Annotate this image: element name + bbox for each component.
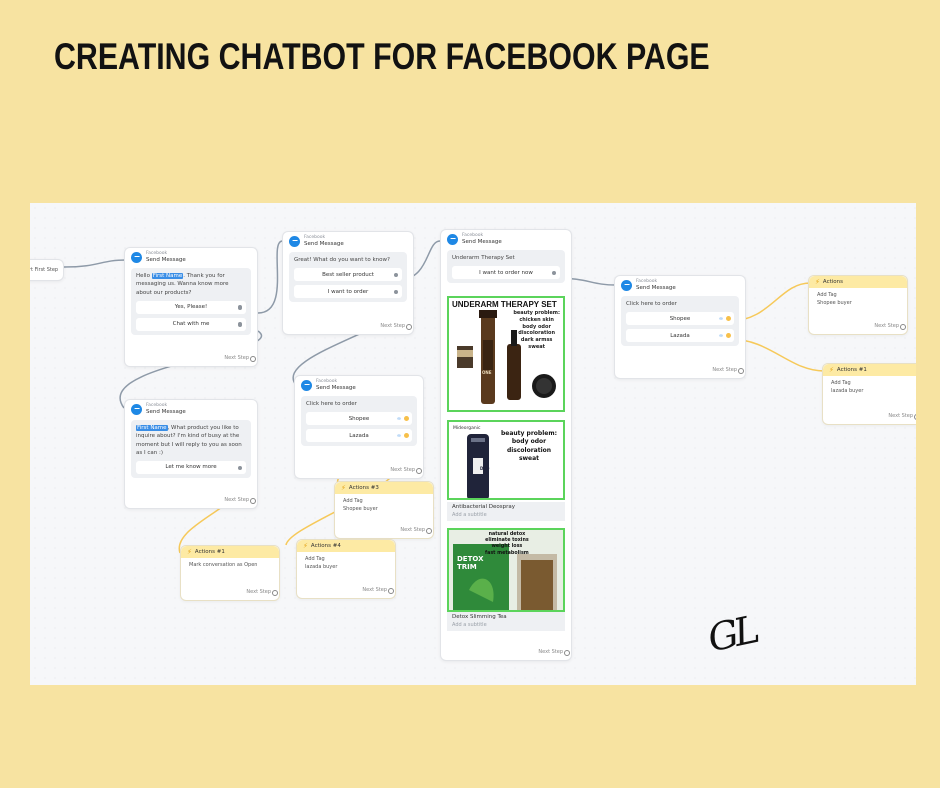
menu-text-block: Great! What do you want to know? Best se… <box>289 252 407 303</box>
link-icon: ∞ <box>718 333 723 340</box>
node-channel: Facebook <box>146 251 168 256</box>
button-lazada[interactable]: Lazada∞ <box>306 429 412 443</box>
connector-dot[interactable] <box>393 272 398 278</box>
gallery-card-deospray[interactable]: Mideorganic DEO beauty problem: body odo… <box>447 420 565 500</box>
card-subtitle[interactable]: Add a subtitle <box>452 621 487 628</box>
card-logo: Mideorganic <box>453 426 481 431</box>
slimming-tea-image <box>449 530 563 610</box>
pack-label: DETOX TRIM <box>457 555 484 571</box>
wire-start-welcome <box>63 259 127 268</box>
lightning-icon: ⚡ <box>187 548 192 556</box>
order-message-node-left[interactable]: Facebook Send Message Click here to orde… <box>294 375 424 479</box>
deospray-bottle-image <box>467 434 489 498</box>
order-message-node-right[interactable]: Facebook Send Message Click here to orde… <box>614 275 746 379</box>
next-step-link[interactable]: Next Step <box>712 367 744 374</box>
next-step-link[interactable]: Next Step <box>888 413 916 420</box>
messenger-icon <box>131 252 142 263</box>
first-name-variable: First Name <box>136 425 168 431</box>
next-step-link[interactable]: Next Step <box>362 587 394 594</box>
connector-dot[interactable] <box>237 465 242 470</box>
next-step-link[interactable]: Next Step <box>246 589 278 596</box>
bottle-label: ONE <box>482 370 492 375</box>
lightning-icon: ⚡ <box>303 542 308 550</box>
messenger-icon <box>131 404 142 415</box>
lightning-icon: ⚡ <box>829 366 834 374</box>
card-bullets: natural detox eliminate toxins weight lo… <box>485 532 529 556</box>
welcome-text-block: Hello First Name. Thank you for messagin… <box>131 268 251 335</box>
lightning-icon: ⚡ <box>341 484 346 492</box>
page-title: CREATING CHATBOT FOR FACEBOOK PAGE <box>54 36 710 77</box>
lightning-icon: ⚡ <box>815 278 820 286</box>
connector-dot[interactable] <box>237 305 242 310</box>
connector-dot[interactable] <box>551 270 556 276</box>
card-footer-slimming-tea: Detox Slimming Tea Add a subtitle <box>447 612 565 631</box>
inquiry-text-block: First Name, What product you like to inq… <box>131 420 251 478</box>
flow-builder-canvas[interactable]: rt First Step Facebook Send Message Hell… <box>30 203 916 685</box>
button-order-now[interactable]: I want to order now <box>452 266 560 280</box>
button-let-me-know-more[interactable]: Let me know more <box>136 461 246 474</box>
link-icon: ∞ <box>718 316 723 323</box>
action-node-1[interactable]: ⚡Actions #1 Mark conversation as Open Ne… <box>180 545 280 601</box>
next-step-link[interactable]: Next Step <box>400 527 432 534</box>
messenger-icon <box>301 380 312 391</box>
messenger-icon <box>289 236 300 247</box>
next-step-link[interactable]: Next Step <box>224 355 256 362</box>
gallery-header-block: Underarm Therapy Set I want to order now <box>447 250 565 284</box>
button-lazada[interactable]: Lazada∞ <box>626 329 734 343</box>
card-title: Detox Slimming Tea <box>452 614 507 620</box>
button-chat-with-me[interactable]: Chat with me <box>136 317 246 331</box>
next-step-link[interactable]: Next Step <box>380 323 412 330</box>
card-bullets: beauty problem: body odor discoloration … <box>500 430 557 463</box>
node-type: Send Message <box>146 256 186 263</box>
button-want-to-order[interactable]: I want to order <box>294 285 402 299</box>
card-title: Antibacterial Deospray <box>452 504 516 510</box>
card-subtitle[interactable]: Add a subtitle <box>452 511 487 518</box>
button-shopee[interactable]: Shopee∞ <box>306 412 412 426</box>
button-yes-please[interactable]: Yes, Please! <box>136 300 246 314</box>
card-bullets: beauty problem: chicken skin body odor d… <box>513 310 560 350</box>
gallery-card-slimming-tea[interactable]: DETOX TRIM natural detox eliminate toxin… <box>447 528 565 612</box>
underarm-products-image <box>457 310 556 404</box>
link-icon: ∞ <box>396 433 401 440</box>
order-text-block: Click here to order Shopee∞ Lazada∞ <box>621 296 739 347</box>
first-step-node[interactable]: rt First Step <box>30 259 64 281</box>
connector-dot[interactable] <box>237 322 242 327</box>
product-gallery-node[interactable]: Facebook Send Message Underarm Therapy S… <box>440 229 572 661</box>
next-step-link[interactable]: Next Step <box>390 467 422 474</box>
first-name-variable: First Name <box>151 273 184 279</box>
button-best-seller[interactable]: Best seller product <box>294 268 402 282</box>
next-step-link[interactable]: Next Step <box>874 323 906 330</box>
link-icon: ∞ <box>396 416 401 423</box>
connector-dot[interactable] <box>404 433 409 439</box>
welcome-message-node[interactable]: Facebook Send Message Hello First Name. … <box>124 247 258 367</box>
connector-dot[interactable] <box>726 333 731 339</box>
card-footer-deospray: Antibacterial Deospray Add a subtitle <box>447 502 565 521</box>
first-step-label: rt First Step <box>30 267 59 273</box>
messenger-icon <box>621 280 632 291</box>
inquiry-message-node[interactable]: Facebook Send Message First Name, What p… <box>124 399 258 509</box>
card-banner: UNDERARM THERAPY SET <box>449 298 563 311</box>
menu-message-node[interactable]: Facebook Send Message Great! What do you… <box>282 231 414 335</box>
next-step-link[interactable]: Next Step <box>538 649 570 656</box>
messenger-icon <box>447 234 458 245</box>
connector-dot[interactable] <box>393 289 398 295</box>
next-step-link[interactable]: Next Step <box>224 497 256 504</box>
wire-yes-menu <box>257 240 283 314</box>
gallery-card-underarm-set[interactable]: UNDERARM THERAPY SET beauty problem: chi… <box>447 296 565 412</box>
order-text-block: Click here to order Shopee∞ Lazada∞ <box>301 396 417 447</box>
button-shopee[interactable]: Shopee∞ <box>626 312 734 326</box>
bottle-label: DEO <box>480 466 490 471</box>
connector-dot[interactable] <box>404 416 409 422</box>
connector-dot[interactable] <box>726 316 731 322</box>
